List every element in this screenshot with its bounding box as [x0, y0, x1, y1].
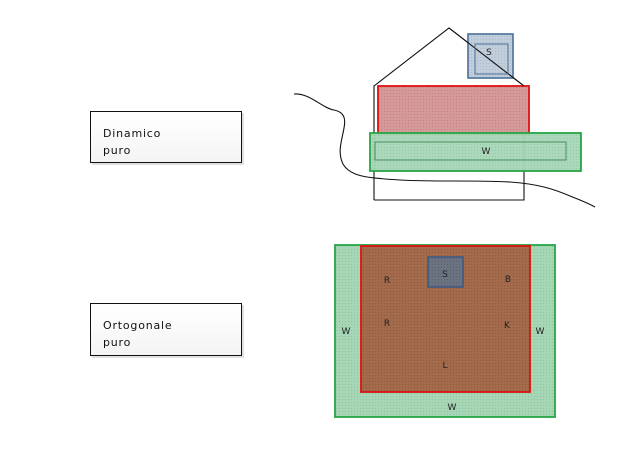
s-square: [427, 256, 464, 288]
dinamico-diagram: S W: [293, 27, 596, 208]
l-label: L: [442, 361, 447, 371]
dinamico-puro-label: Dinamico puro: [90, 111, 242, 163]
red-zone: [377, 85, 530, 135]
w-band-inner: [374, 141, 567, 161]
w-label-left: W: [342, 327, 351, 337]
roof-line-over-s: [448, 27, 525, 87]
r-label-mid: R: [384, 319, 390, 329]
ortogonale-title: Ortogonale: [103, 319, 173, 332]
ortogonale-puro-label: Ortogonale puro: [90, 303, 242, 356]
ortogonale-subtitle: puro: [103, 336, 132, 349]
terrain-line: [293, 93, 596, 208]
s-label: S: [486, 48, 492, 58]
b-label: B: [505, 275, 511, 285]
s-label-plan: S: [442, 270, 448, 280]
w-label-bottom: W: [448, 403, 457, 413]
ortogonale-diagram: S R B R K L W W W: [334, 244, 556, 418]
w-label-right: W: [536, 327, 545, 337]
w-label: W: [482, 147, 491, 157]
dinamico-title: Dinamico: [103, 127, 162, 140]
dinamico-subtitle: puro: [103, 144, 132, 157]
s-box-inner: [474, 43, 509, 75]
w-band: [369, 132, 582, 172]
r-label-top: R: [384, 276, 390, 286]
k-label: K: [504, 321, 511, 331]
